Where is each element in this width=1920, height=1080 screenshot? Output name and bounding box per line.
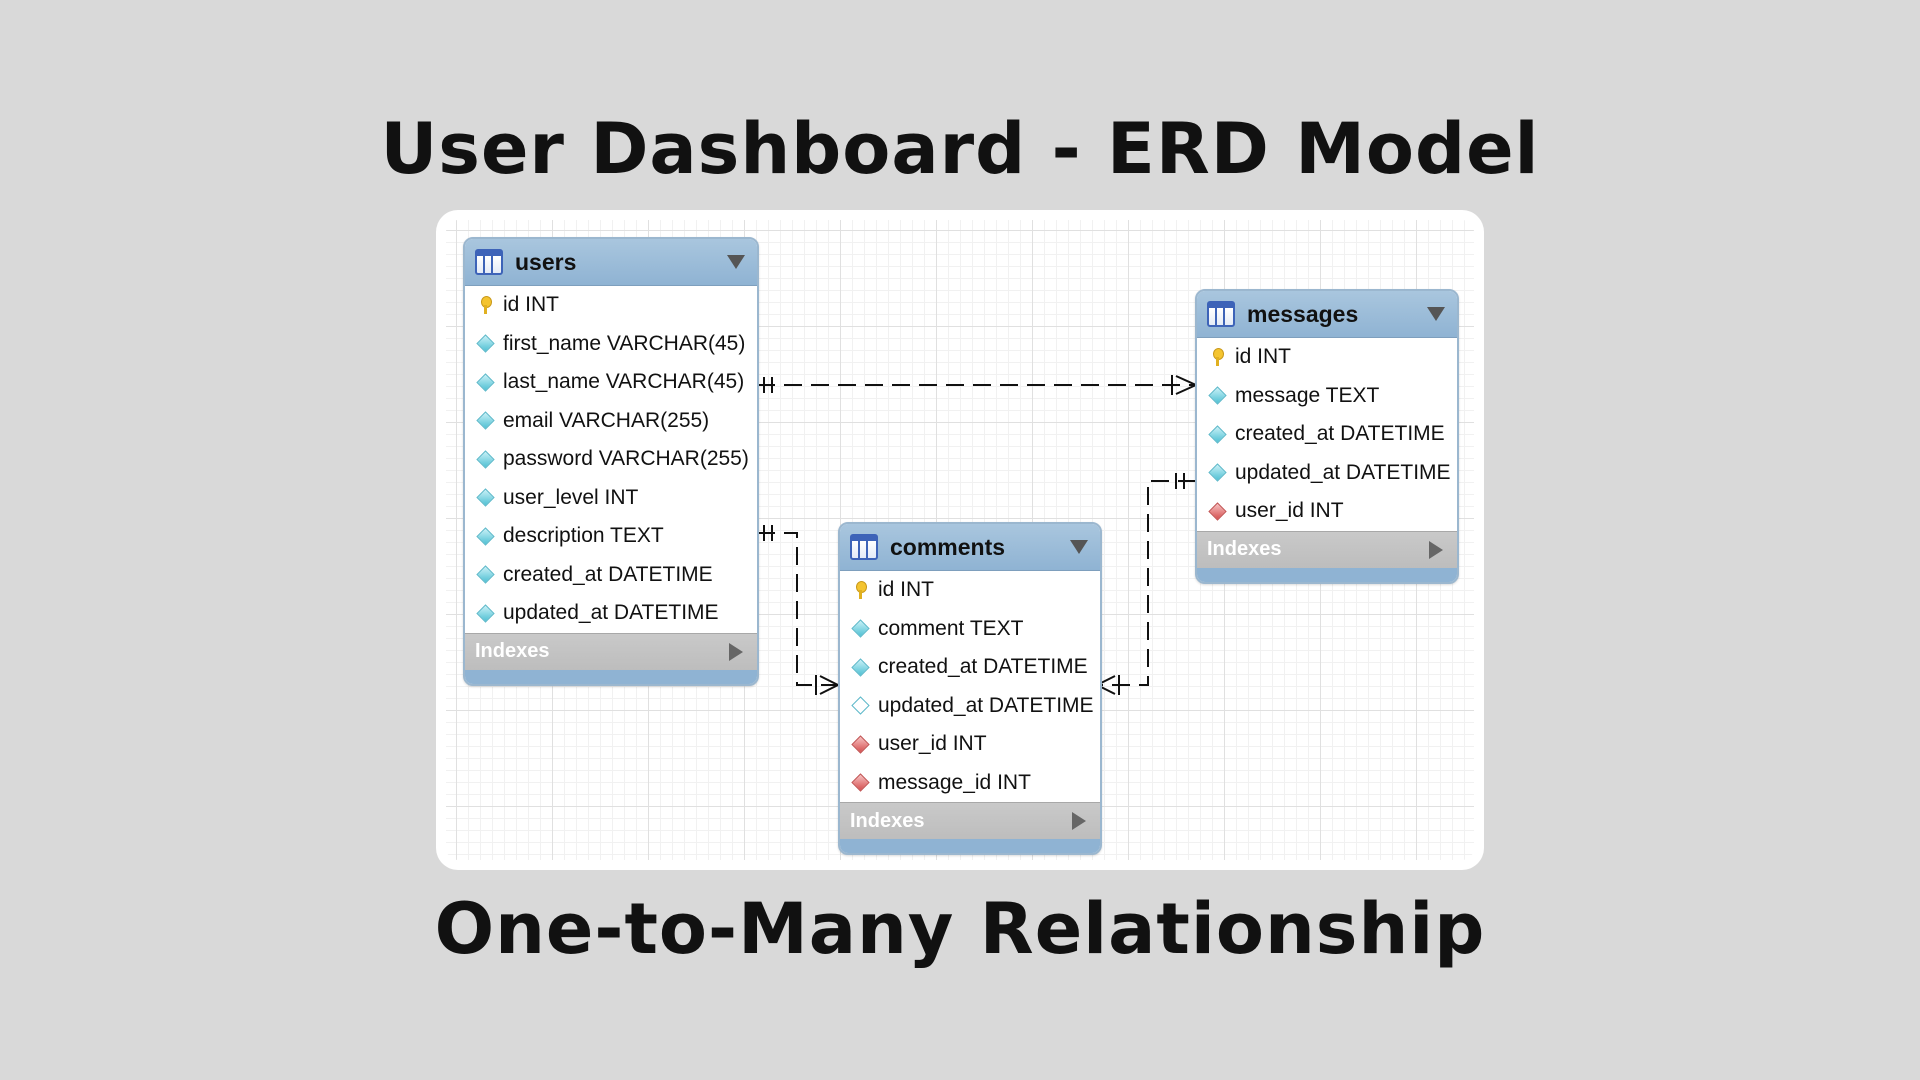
collapse-icon[interactable] — [727, 255, 745, 269]
column-label: message_id INT — [878, 770, 1031, 794]
column-row[interactable]: message TEXT — [1197, 377, 1457, 416]
indexes-section[interactable]: Indexes — [1197, 530, 1457, 568]
column-row[interactable]: description TEXT — [465, 517, 757, 556]
column-icon — [1207, 463, 1227, 483]
indexes-label: Indexes — [1207, 538, 1282, 560]
column-row[interactable]: user_level INT — [465, 479, 757, 518]
column-row[interactable]: id INT — [1197, 338, 1457, 377]
primary-key-icon — [475, 295, 495, 315]
table-icon — [475, 249, 503, 275]
column-label: created_at DATETIME — [503, 562, 713, 586]
column-row[interactable]: password VARCHAR(255) — [465, 440, 757, 479]
primary-key-icon — [850, 580, 870, 600]
column-row[interactable]: first_name VARCHAR(45) — [465, 325, 757, 364]
column-row[interactable]: user_id INT — [1197, 492, 1457, 531]
nullable-column-icon — [850, 696, 870, 716]
column-row[interactable]: message_id INT — [840, 764, 1100, 803]
column-label: message TEXT — [1235, 383, 1380, 407]
indexes-section[interactable]: Indexes — [840, 802, 1100, 839]
column-label: id INT — [878, 578, 935, 602]
column-icon — [1207, 424, 1227, 444]
table-header[interactable]: users — [465, 239, 757, 286]
column-label: email VARCHAR(255) — [503, 408, 710, 432]
column-label: user_id INT — [878, 732, 987, 756]
table-users[interactable]: users id INT first_name VARCHAR(45) last_n… — [463, 237, 759, 686]
column-label: created_at DATETIME — [878, 655, 1088, 679]
column-row[interactable]: created_at DATETIME — [840, 648, 1100, 687]
indexes-section[interactable]: Indexes — [465, 632, 757, 670]
column-label: created_at DATETIME — [1235, 422, 1445, 446]
table-header[interactable]: messages — [1197, 291, 1457, 338]
column-icon — [1207, 386, 1227, 406]
table-name: users — [515, 248, 577, 275]
column-row[interactable]: user_id INT — [840, 725, 1100, 764]
column-label: first_name VARCHAR(45) — [503, 331, 746, 355]
column-label: description TEXT — [503, 524, 664, 548]
table-footer — [840, 839, 1100, 853]
column-label: last_name VARCHAR(45) — [503, 370, 745, 394]
expand-arrow-icon[interactable] — [1429, 540, 1443, 559]
table-footer — [465, 669, 757, 684]
foreign-key-icon — [850, 773, 870, 793]
column-row[interactable]: id INT — [465, 286, 757, 325]
column-icon — [850, 657, 870, 677]
expand-arrow-icon[interactable] — [729, 642, 743, 661]
column-label: id INT — [503, 293, 560, 317]
column-row[interactable]: created_at DATETIME — [465, 556, 757, 595]
table-comments[interactable]: comments id INT comment TEXT created_at DA… — [838, 522, 1102, 855]
page-title: User Dashboard - ERD Model — [380, 108, 1540, 190]
column-row[interactable]: email VARCHAR(255) — [465, 402, 757, 441]
table-name: comments — [890, 533, 1006, 560]
table-messages[interactable]: messages id INT message TEXT created_at DA… — [1195, 289, 1459, 584]
column-row[interactable]: updated_at DATETIME — [840, 687, 1100, 726]
column-icon — [475, 565, 495, 585]
column-icon — [475, 411, 495, 431]
expand-arrow-icon[interactable] — [1072, 812, 1086, 830]
column-row[interactable]: updated_at DATETIME — [1197, 454, 1457, 493]
collapse-icon[interactable] — [1427, 307, 1445, 321]
column-label: id INT — [1235, 345, 1292, 369]
column-label: password VARCHAR(255) — [503, 447, 749, 471]
column-label: user_id INT — [1235, 499, 1344, 523]
column-icon — [475, 526, 495, 546]
column-icon — [475, 603, 495, 623]
column-icon — [475, 372, 495, 392]
table-footer — [1197, 567, 1457, 582]
column-row[interactable]: id INT — [840, 571, 1100, 610]
column-row[interactable]: last_name VARCHAR(45) — [465, 363, 757, 402]
column-label: comment TEXT — [878, 616, 1024, 640]
column-label: updated_at DATETIME — [1235, 460, 1451, 484]
indexes-label: Indexes — [850, 809, 925, 832]
table-icon — [1207, 301, 1235, 327]
column-row[interactable]: updated_at DATETIME — [465, 594, 757, 633]
column-icon — [850, 619, 870, 639]
foreign-key-icon — [850, 734, 870, 754]
indexes-label: Indexes — [475, 640, 550, 662]
column-icon — [475, 449, 495, 469]
column-icon — [475, 334, 495, 354]
collapse-icon[interactable] — [1070, 540, 1088, 554]
page-subtitle: One-to-Many Relationship — [434, 888, 1486, 970]
primary-key-icon — [1207, 347, 1227, 367]
column-label: updated_at DATETIME — [878, 693, 1094, 717]
foreign-key-icon — [1207, 501, 1227, 521]
column-icon — [475, 488, 495, 508]
column-label: user_level INT — [503, 485, 639, 509]
column-label: updated_at DATETIME — [503, 601, 719, 625]
column-row[interactable]: comment TEXT — [840, 610, 1100, 649]
column-row[interactable]: created_at DATETIME — [1197, 415, 1457, 454]
table-header[interactable]: comments — [840, 524, 1100, 571]
table-name: messages — [1247, 300, 1359, 327]
table-icon — [850, 534, 878, 560]
